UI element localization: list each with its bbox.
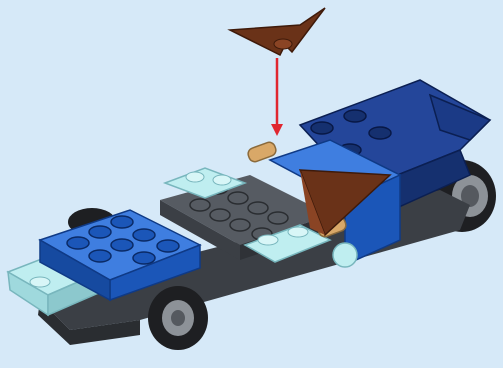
front-left-wheel (148, 286, 208, 350)
